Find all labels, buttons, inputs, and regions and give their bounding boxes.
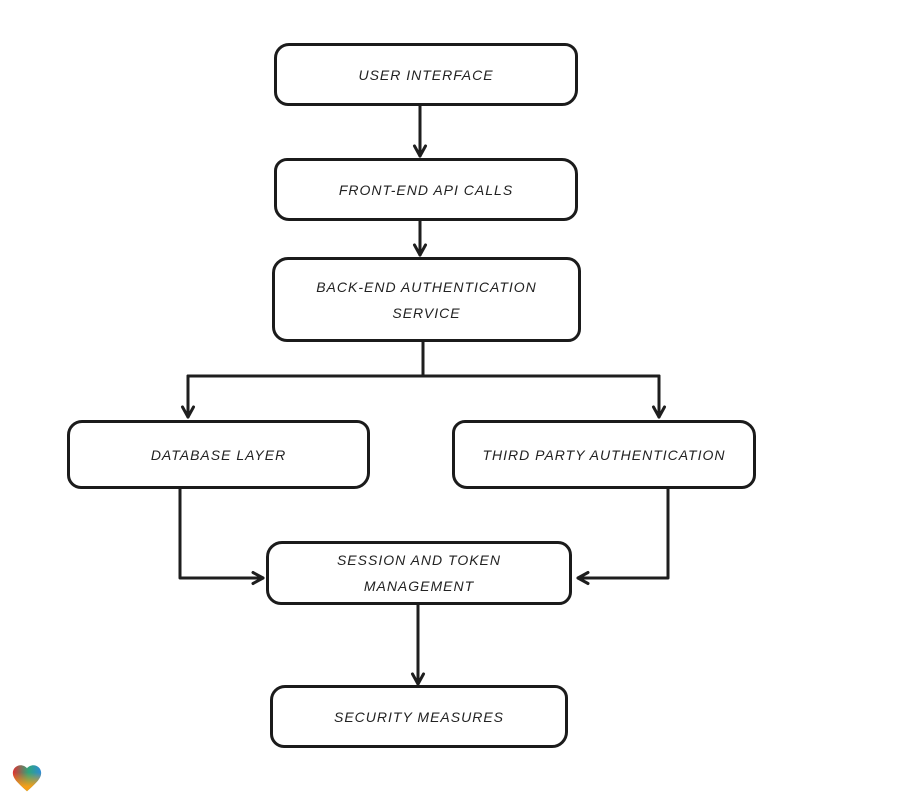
- edge-thirdparty-to-session: [576, 486, 670, 585]
- node-front-end-api-calls[interactable]: FRONT-END API CALLS: [274, 158, 578, 221]
- node-third-party-authentication[interactable]: THIRD PARTY AUTHENTICATION: [452, 420, 756, 489]
- edge-database-to-session: [178, 486, 265, 585]
- node-database-layer[interactable]: DATABASE LAYER: [67, 420, 370, 489]
- node-security-measures[interactable]: SECURITY MEASURES: [270, 685, 568, 748]
- node-label: BACK-END AUTHENTICATION SERVICE: [316, 278, 537, 321]
- node-label: DATABASE LAYER: [150, 446, 287, 463]
- heart-logo-icon[interactable]: [10, 761, 44, 795]
- node-session-and-token-management[interactable]: SESSION AND TOKEN MANAGEMENT: [266, 541, 572, 605]
- node-label: FRONT-END API CALLS: [338, 181, 514, 198]
- node-back-end-authentication-service[interactable]: BACK-END AUTHENTICATION SERVICE: [272, 257, 581, 342]
- node-label: SECURITY MEASURES: [334, 708, 504, 725]
- node-label: SESSION AND TOKEN MANAGEMENT: [336, 552, 502, 594]
- node-label: USER INTERFACE: [358, 66, 494, 83]
- node-user-interface[interactable]: USER INTERFACE: [274, 43, 578, 106]
- node-label: THIRD PARTY AUTHENTICATION: [482, 446, 726, 463]
